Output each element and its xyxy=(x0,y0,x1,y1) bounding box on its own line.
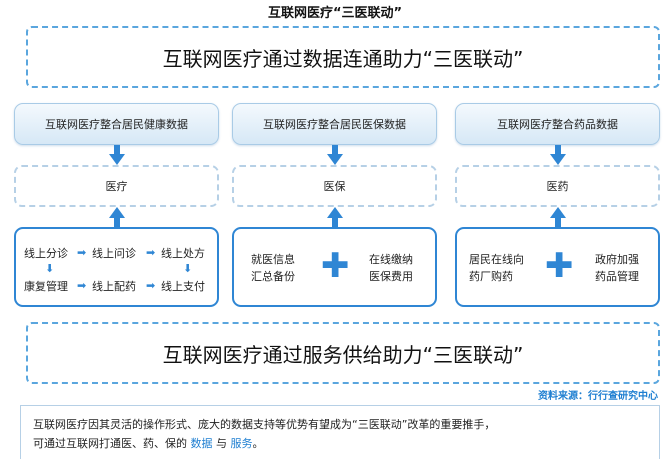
flow-step-online-consultation: 线上问诊 xyxy=(92,247,136,260)
down-arrow-icon: ⬇ xyxy=(183,262,193,275)
right-arrow-icon: ➡ xyxy=(77,246,87,259)
flow-step-online-dispensing: 线上配药 xyxy=(92,280,136,293)
pharmacy-box: 居民在线向 药厂购药 ✚ 政府加强 药品管理 xyxy=(455,227,660,307)
pharmacy-right-line-2: 药品管理 xyxy=(595,270,639,283)
note-line-2-prefix: 可通过互联网打通医、药、保的 xyxy=(33,437,187,450)
down-arrow-icon xyxy=(327,145,343,165)
down-arrow-icon: ⬇ xyxy=(45,262,55,275)
column-2-mid-box: 医保 xyxy=(232,165,437,207)
pharmacy-right-line-1: 政府加强 xyxy=(595,253,639,266)
top-banner: 互联网医疗通过数据连通助力“三医联动” xyxy=(26,26,660,88)
note-data-keyword: 数据 xyxy=(190,437,213,450)
note-line-2-end: 。 xyxy=(252,437,264,450)
note-line-2: 可通过互联网打通医、药、保的 数据 与 服务。 xyxy=(33,434,647,453)
down-arrow-icon xyxy=(550,145,566,165)
pharmacy-left-line-2: 药厂购药 xyxy=(469,270,513,283)
column-1-mid-box: 医疗 xyxy=(14,165,219,207)
pharmacy-left-line-1: 居民在线向 xyxy=(469,253,524,266)
column-1-top-box: 互联网医疗整合居民健康数据 xyxy=(14,103,219,145)
medical-flow-box: 线上分诊 ➡ 线上问诊 ➡ 线上处方 ⬇ ⬇ 康复管理 ➡ 线上配药 ➡ 线上支… xyxy=(14,227,219,307)
right-arrow-icon: ➡ xyxy=(146,279,156,292)
plus-icon: ✚ xyxy=(545,246,574,286)
up-arrow-icon xyxy=(550,207,566,227)
flow-step-online-triage: 线上分诊 xyxy=(24,247,68,260)
down-arrow-icon xyxy=(109,145,125,165)
flow-step-online-prescription: 线上处方 xyxy=(161,247,205,260)
column-3-mid-box: 医药 xyxy=(455,165,660,207)
insurance-box: 就医信息 汇总备份 ✚ 在线缴纳 医保费用 xyxy=(232,227,437,307)
note-line-1: 互联网医疗因其灵活的操作形式、庞大的数据支持等优势有望成为“三医联动”改革的重要… xyxy=(33,418,496,431)
diagram-title: 互联网医疗“三医联动” xyxy=(267,6,403,21)
flow-step-rehab-management: 康复管理 xyxy=(24,280,68,293)
insurance-right-line-1: 在线缴纳 xyxy=(369,253,413,266)
insurance-right-line-2: 医保费用 xyxy=(369,270,413,283)
insurance-left-line-2: 汇总备份 xyxy=(251,270,295,283)
column-2-top-box: 互联网医疗整合居民医保数据 xyxy=(232,103,437,145)
note-conjunction: 与 xyxy=(216,437,227,450)
insurance-left-line-1: 就医信息 xyxy=(251,253,295,266)
source-caption: 资料来源：行行查研究中心 xyxy=(538,391,658,402)
up-arrow-icon xyxy=(327,207,343,227)
note-service-keyword: 服务 xyxy=(230,437,253,450)
up-arrow-icon xyxy=(109,207,125,227)
right-arrow-icon: ➡ xyxy=(77,279,87,292)
right-arrow-icon: ➡ xyxy=(146,246,156,259)
bottom-banner: 互联网医疗通过服务供给助力“三医联动” xyxy=(26,322,660,384)
column-3-top-box: 互联网医疗整合药品数据 xyxy=(455,103,660,145)
flow-step-online-payment: 线上支付 xyxy=(161,280,205,293)
plus-icon: ✚ xyxy=(321,246,350,286)
summary-note: 互联网医疗因其灵活的操作形式、庞大的数据支持等优势有望成为“三医联动”改革的重要… xyxy=(20,405,660,459)
